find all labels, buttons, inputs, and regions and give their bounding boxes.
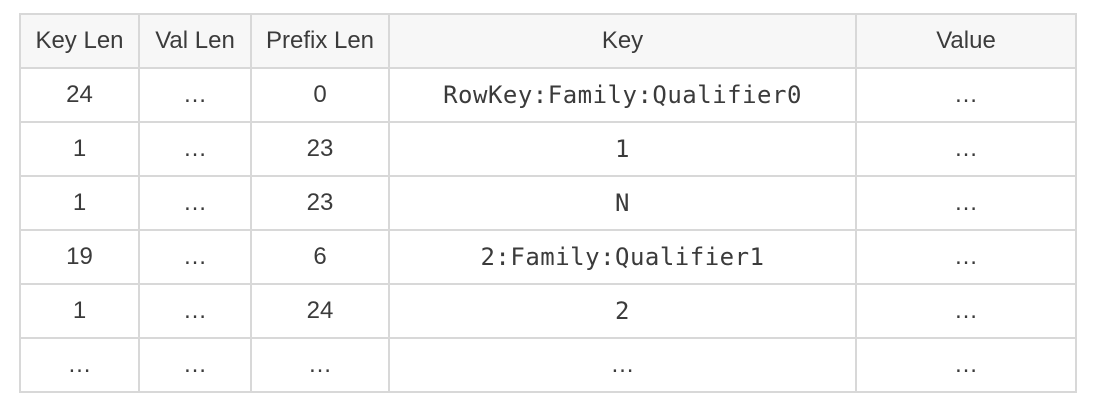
cell-key-len: 19 — [19, 229, 140, 285]
cell-value: … — [855, 229, 1077, 285]
cell-key: N — [388, 175, 857, 231]
cell-val-len: … — [138, 283, 252, 339]
table-row: 1 … 24 2 … — [19, 283, 1077, 339]
column-header-val-len: Val Len — [138, 13, 252, 69]
cell-val-len: … — [138, 337, 252, 393]
cell-prefix-len: 24 — [250, 283, 390, 339]
cell-key-len: 1 — [19, 283, 140, 339]
cell-value: … — [855, 337, 1077, 393]
column-header-value: Value — [855, 13, 1077, 69]
cell-key-len: 1 — [19, 121, 140, 177]
cell-prefix-len: … — [250, 337, 390, 393]
header-row: Key Len Val Len Prefix Len Key Value — [19, 13, 1077, 69]
table-row: … … … … … — [19, 337, 1077, 393]
cell-key-len: 24 — [19, 67, 140, 123]
cell-key: 2:Family:Qualifier1 — [388, 229, 857, 285]
cell-prefix-len: 0 — [250, 67, 390, 123]
cell-key-len: 1 — [19, 175, 140, 231]
cell-key: 1 — [388, 121, 857, 177]
cell-val-len: … — [138, 175, 252, 231]
cell-val-len: … — [138, 121, 252, 177]
cell-value: … — [855, 175, 1077, 231]
column-header-prefix-len: Prefix Len — [250, 13, 390, 69]
cell-value: … — [855, 283, 1077, 339]
cell-val-len: … — [138, 229, 252, 285]
cell-val-len: … — [138, 67, 252, 123]
table-row: 24 … 0 RowKey:Family:Qualifier0 … — [19, 67, 1077, 123]
table-row: 1 … 23 N … — [19, 175, 1077, 231]
cell-key: RowKey:Family:Qualifier0 — [388, 67, 857, 123]
cell-prefix-len: 6 — [250, 229, 390, 285]
cell-key-len: … — [19, 337, 140, 393]
column-header-key-len: Key Len — [19, 13, 140, 69]
cell-prefix-len: 23 — [250, 121, 390, 177]
table-row: 1 … 23 1 … — [19, 121, 1077, 177]
cell-key: 2 — [388, 283, 857, 339]
column-header-key: Key — [388, 13, 857, 69]
keyvalue-encoding-table: Key Len Val Len Prefix Len Key Value 24 … — [19, 13, 1077, 393]
table-row: 19 … 6 2:Family:Qualifier1 … — [19, 229, 1077, 285]
cell-value: … — [855, 121, 1077, 177]
keyvalue-encoding-table-container: Key Len Val Len Prefix Len Key Value 24 … — [19, 13, 1077, 393]
cell-prefix-len: 23 — [250, 175, 390, 231]
cell-key: … — [388, 337, 857, 393]
cell-value: … — [855, 67, 1077, 123]
